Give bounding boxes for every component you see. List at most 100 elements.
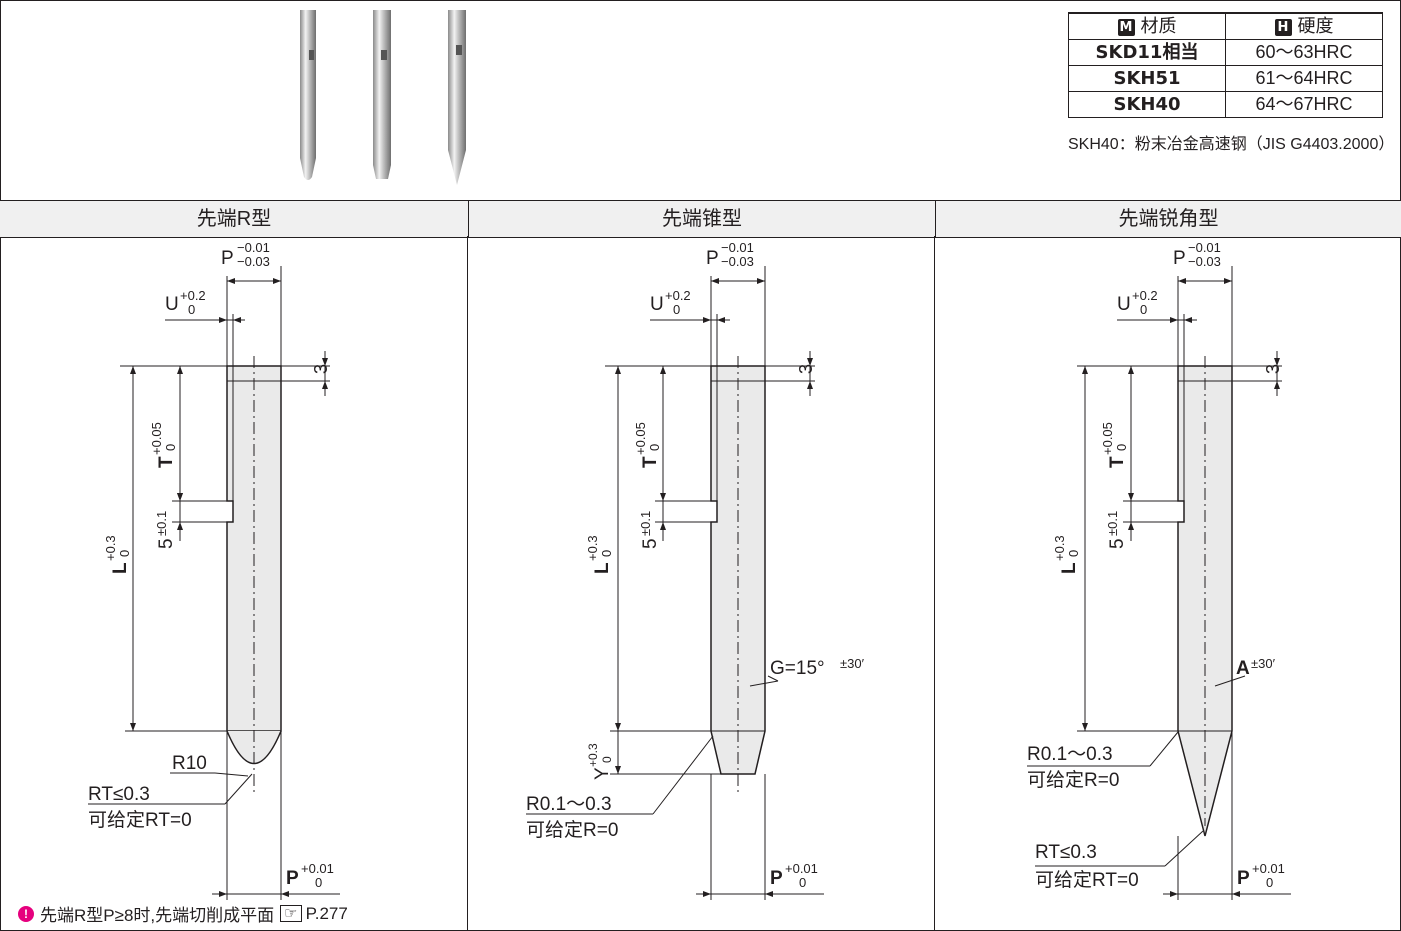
a-angle-tol: ±30′ <box>1251 656 1276 671</box>
p-bottom-label: P <box>286 868 299 889</box>
p-bottom-upper: +0.01 <box>785 861 818 876</box>
l-upper: +0.3 <box>1052 535 1067 561</box>
p-top-label: P <box>221 248 234 269</box>
material-cell: SKD11相当 <box>1068 39 1226 66</box>
p-bottom-label: P <box>770 868 783 889</box>
material-badge-icon: M <box>1117 19 1135 36</box>
hardness-header-label: 硬度 <box>1297 16 1334 36</box>
section-title-cone-type: 先端锥型 <box>468 201 935 237</box>
p-bottom-lower: 0 <box>799 875 806 890</box>
u-upper: +0.2 <box>180 288 206 303</box>
g-angle-label: G=15° <box>770 658 825 679</box>
l-label: L <box>592 562 613 574</box>
u-upper: +0.2 <box>1132 288 1158 303</box>
page-reference-link[interactable]: P.277 <box>305 903 348 923</box>
g-angle-tol: ±30′ <box>840 656 865 671</box>
a-angle-label: A <box>1236 658 1250 679</box>
drawing-r-type: P −0.01 −0.03 U +0.2 0 3 T +0.05 0 5 ±0.… <box>88 240 340 900</box>
material-note: SKH40：粉末冶金高速钢（JIS G4403.2000） <box>1068 136 1395 153</box>
t-upper: +0.05 <box>633 422 648 455</box>
t-upper: +0.05 <box>1100 422 1115 455</box>
p-bottom-label: P <box>1237 868 1250 889</box>
r10-label: R10 <box>172 753 207 774</box>
table-row: SKD11相当 60～63HRC <box>1068 39 1383 66</box>
material-cell: SKH51 <box>1068 65 1226 92</box>
p-bottom-lower: 0 <box>1266 875 1273 890</box>
section-title-sharp-type: 先端锐角型 <box>935 201 1401 237</box>
l-upper: +0.3 <box>585 535 600 561</box>
p-top-lower: −0.03 <box>721 254 754 269</box>
page-reference-icon: ☞ <box>280 905 302 922</box>
hardness-cell: 61～64HRC <box>1225 65 1383 92</box>
section-header-bar: 先端R型 先端锥型 先端锐角型 <box>0 200 1401 238</box>
l-lower: 0 <box>117 550 132 557</box>
u-label: U <box>1117 294 1131 315</box>
column-divider <box>467 236 468 930</box>
l-lower: 0 <box>599 550 614 557</box>
section-title-r-type: 先端R型 <box>196 208 272 230</box>
photo-sharp-type-pin <box>448 10 466 185</box>
five-label: 5 <box>640 538 661 549</box>
p-top-label: P <box>706 248 719 269</box>
p-top-label: P <box>1173 248 1186 269</box>
l-label: L <box>110 562 131 574</box>
t-lower: 0 <box>1114 444 1129 451</box>
u-lower: 0 <box>1140 302 1147 317</box>
three-label: 3 <box>1263 364 1283 374</box>
three-label: 3 <box>311 364 331 374</box>
column-divider <box>934 236 935 930</box>
warning-icon: ! <box>18 905 34 922</box>
five-tol: ±0.1 <box>638 511 653 536</box>
material-cell: SKH40 <box>1068 91 1226 118</box>
hardness-cell: 60～63HRC <box>1225 39 1383 66</box>
r-label: R0.1～0.3 <box>1027 744 1113 765</box>
material-column-header: M 材质 <box>1068 12 1226 40</box>
y-label: Y <box>592 767 613 780</box>
p-top-upper: −0.01 <box>1188 240 1221 255</box>
rt-label: RT≤0.3 <box>88 784 150 805</box>
photo-r-type-pin <box>300 10 316 180</box>
t-label: T <box>156 456 177 468</box>
p-bottom-upper: +0.01 <box>301 861 334 876</box>
footnote-text: 先端R型P≥8时,先端切削成平面 <box>40 906 275 925</box>
l-upper: +0.3 <box>103 535 118 561</box>
r-label: R0.1～0.3 <box>526 794 612 815</box>
y-lower: 0 <box>600 756 614 763</box>
five-label: 5 <box>156 538 177 549</box>
drawing-cone-type: P −0.01 −0.03 U +0.2 0 3 T +0.05 0 5 ±0.… <box>526 240 865 900</box>
t-label: T <box>1107 456 1128 468</box>
p-top-upper: −0.01 <box>237 240 270 255</box>
u-label: U <box>650 294 664 315</box>
p-bottom-upper: +0.01 <box>1252 861 1285 876</box>
three-label: 3 <box>796 364 816 374</box>
hardness-column-header: H 硬度 <box>1225 12 1383 40</box>
t-lower: 0 <box>163 444 178 451</box>
rt-label: RT≤0.3 <box>1035 842 1097 863</box>
material-header-label: 材质 <box>1140 16 1177 36</box>
t-upper: +0.05 <box>149 422 164 455</box>
u-lower: 0 <box>188 302 195 317</box>
five-tol: ±0.1 <box>1105 511 1120 536</box>
hardness-badge-icon: H <box>1274 19 1292 36</box>
table-row: SKH40 64～67HRC <box>1068 91 1383 118</box>
u-upper: +0.2 <box>665 288 691 303</box>
product-photos <box>300 10 466 185</box>
t-lower: 0 <box>647 444 662 451</box>
l-label: L <box>1059 562 1080 574</box>
p-bottom-lower: 0 <box>315 875 322 890</box>
hardness-cell: 64～67HRC <box>1225 91 1383 118</box>
y-upper: +0.3 <box>586 743 600 767</box>
table-row: SKH51 61～64HRC <box>1068 65 1383 92</box>
five-label: 5 <box>1107 538 1128 549</box>
p-top-lower: −0.03 <box>237 254 270 269</box>
footnote: ! 先端R型P≥8时,先端切削成平面 ☞ P.277 <box>18 901 348 926</box>
u-lower: 0 <box>673 302 680 317</box>
u-label: U <box>165 294 179 315</box>
five-tol: ±0.1 <box>154 511 169 536</box>
p-top-lower: −0.03 <box>1188 254 1221 269</box>
p-top-upper: −0.01 <box>721 240 754 255</box>
r-note: 可给定R=0 <box>1027 769 1119 791</box>
rt-note: 可给定RT=0 <box>1035 869 1139 891</box>
drawing-sharp-type: P −0.01 −0.03 U +0.2 0 3 T +0.05 0 5 ±0.… <box>1027 240 1291 900</box>
